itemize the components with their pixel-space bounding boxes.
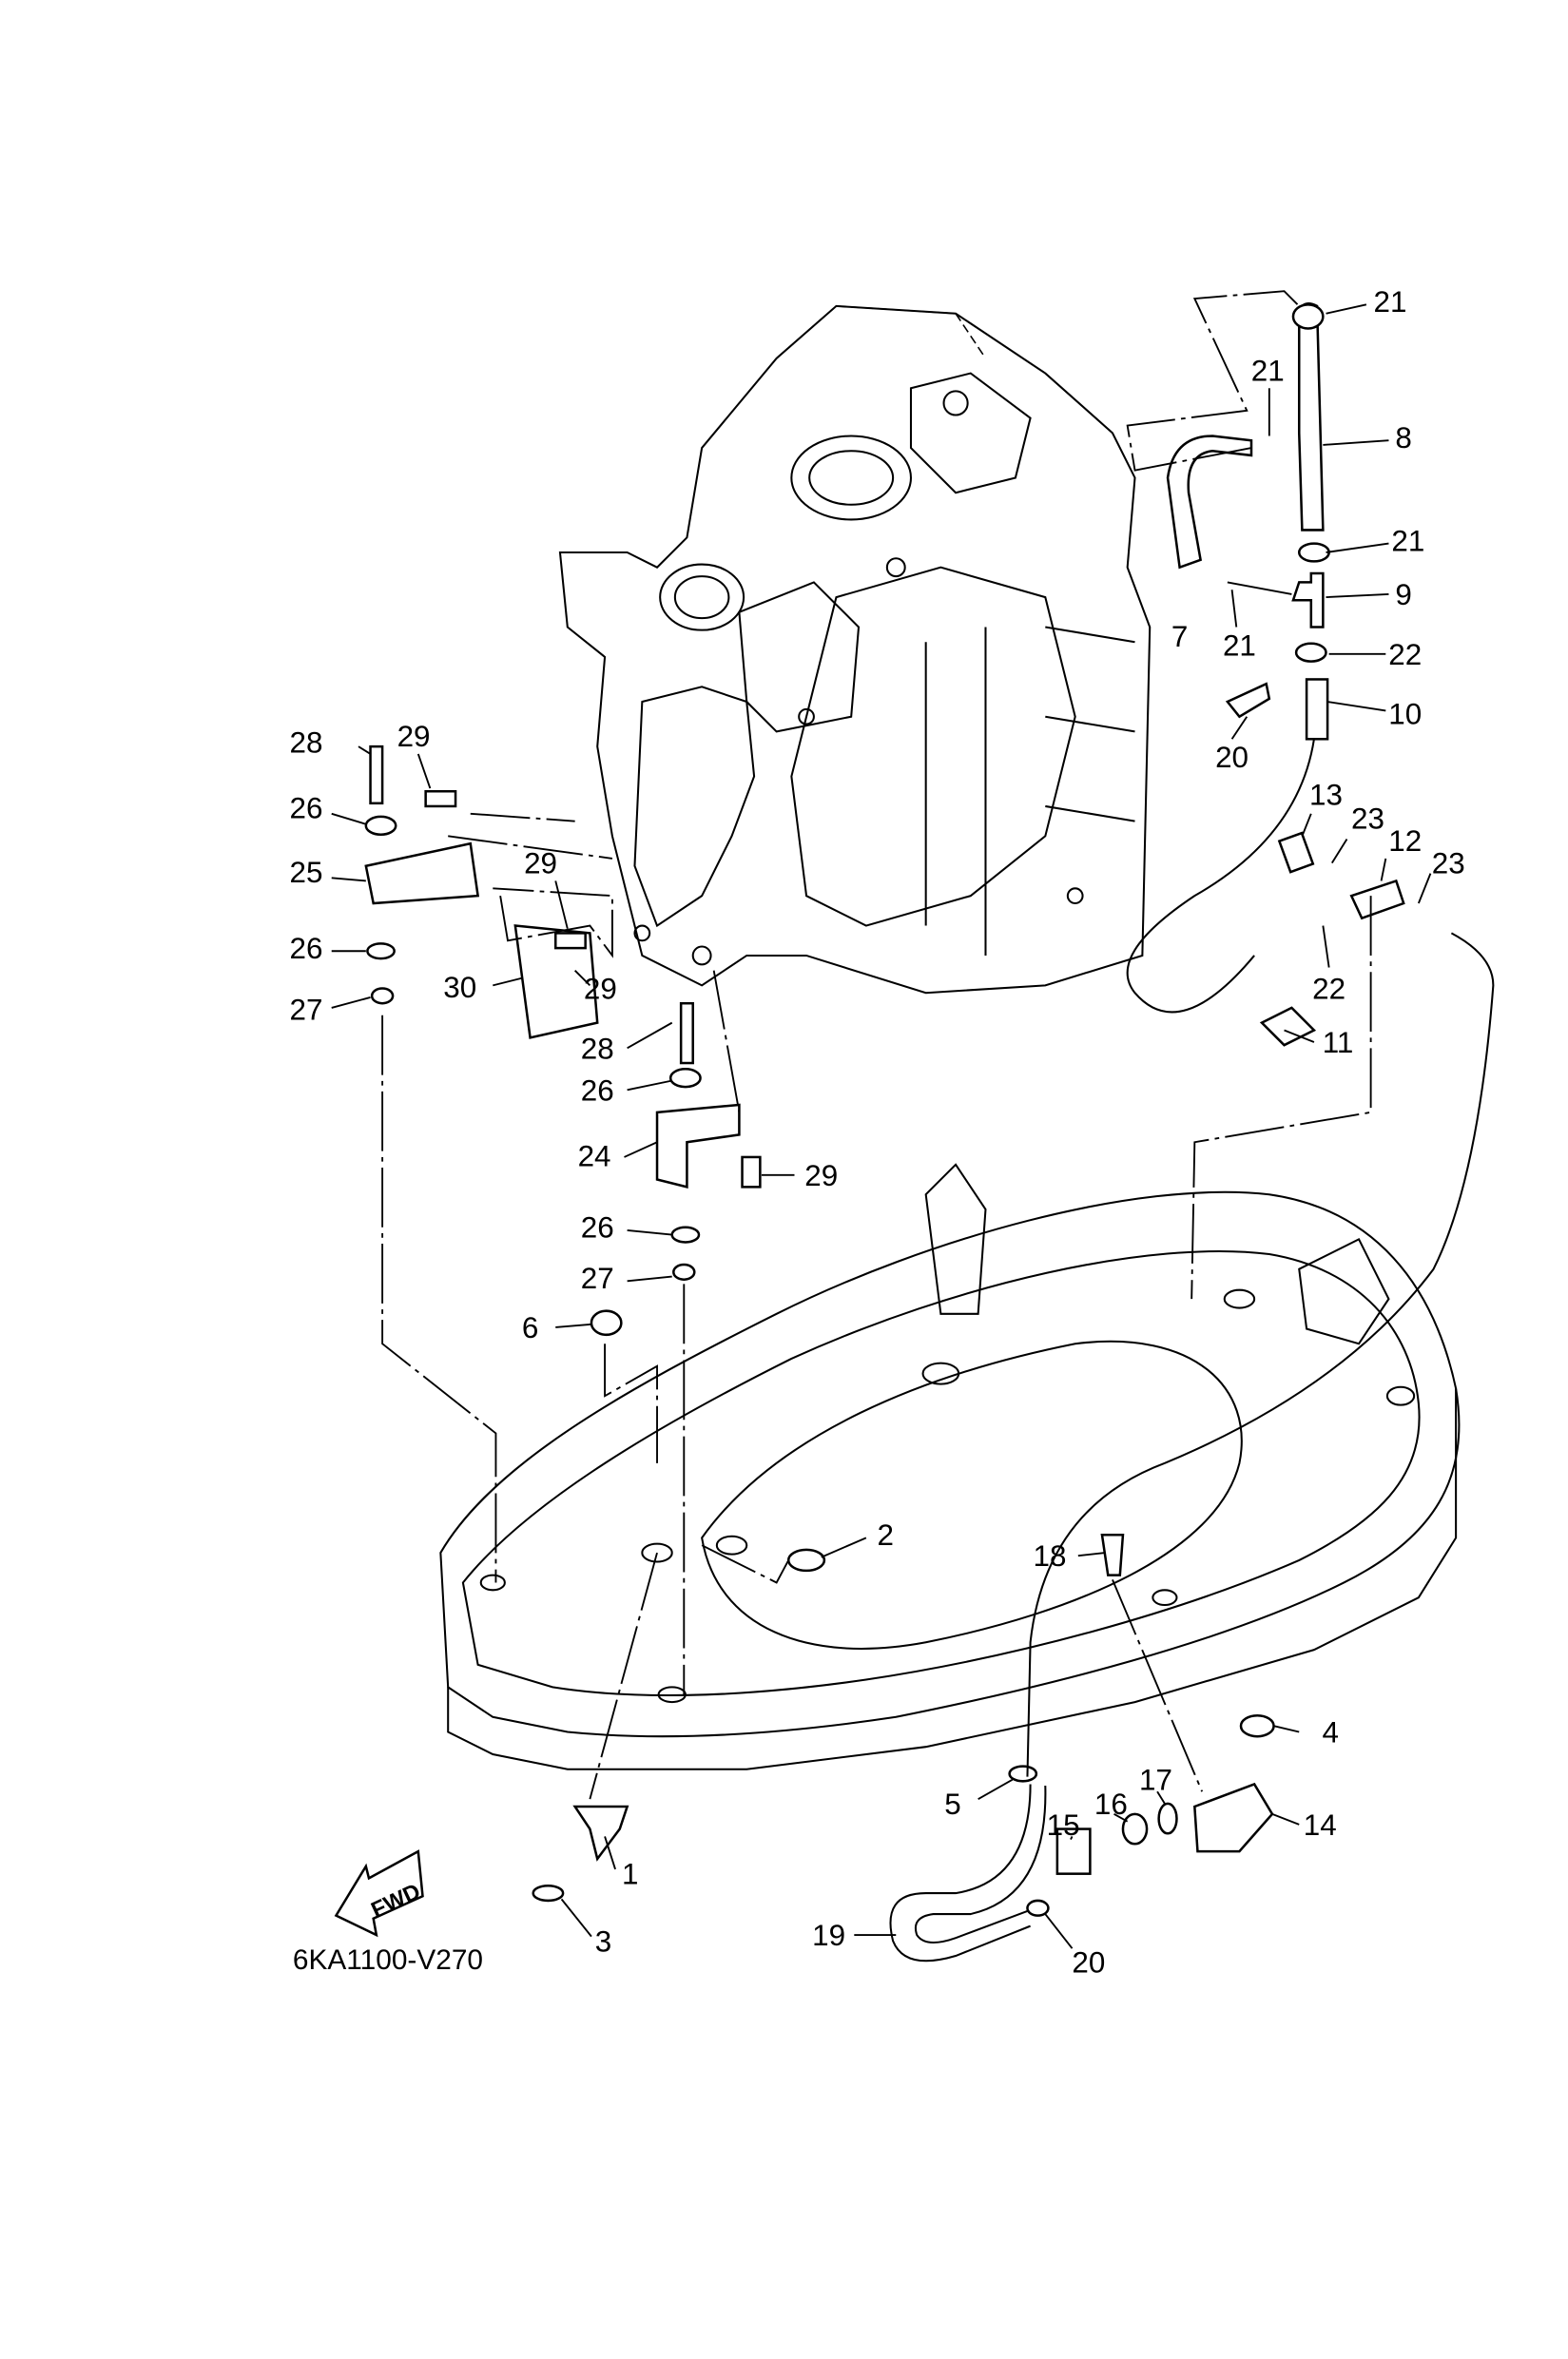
leader-lines [331, 290, 1432, 1949]
callout-8: 8 [1395, 421, 1411, 454]
callout-26: 26 [290, 791, 323, 824]
callout-18: 18 [1034, 1539, 1067, 1573]
parts [364, 302, 1495, 1963]
diagram-code: 6KA1100-V270 [293, 1944, 483, 1976]
callout-21: 21 [1374, 285, 1407, 319]
callout-25: 25 [290, 856, 323, 889]
callout-26: 26 [581, 1211, 614, 1245]
callout-26: 26 [290, 932, 323, 965]
callout-20: 20 [1215, 741, 1249, 774]
callout-15: 15 [1047, 1808, 1080, 1842]
callout-12: 12 [1388, 824, 1422, 858]
callout-9: 9 [1395, 578, 1411, 611]
callout-20: 20 [1072, 1945, 1105, 1979]
callout-11: 11 [1323, 1026, 1354, 1059]
callout-21: 21 [1223, 628, 1256, 662]
callout-27: 27 [581, 1262, 614, 1295]
bottom-cowling [439, 1163, 1461, 1770]
callout-3: 3 [595, 1924, 611, 1958]
callout-22: 22 [1388, 638, 1422, 671]
callout-14: 14 [1304, 1808, 1337, 1842]
callout-4: 4 [1322, 1715, 1338, 1749]
engine-block [558, 304, 1152, 995]
callout-13: 13 [1309, 778, 1343, 811]
callout-30: 30 [443, 971, 476, 1004]
callout-26: 26 [581, 1073, 614, 1107]
callouts: 21 21 8 21 9 7 21 22 10 20 13 23 12 23 2… [290, 285, 1465, 1979]
callout-23: 23 [1432, 847, 1465, 880]
callout-23: 23 [1351, 802, 1384, 835]
callout-10: 10 [1388, 698, 1422, 731]
callout-28: 28 [290, 725, 323, 759]
callout-29: 29 [584, 972, 617, 1005]
callout-29: 29 [397, 720, 431, 753]
callout-6: 6 [522, 1311, 538, 1344]
callout-16: 16 [1094, 1788, 1128, 1821]
fwd-arrow: FWD [334, 1849, 424, 1938]
callout-19: 19 [812, 1919, 845, 1952]
callout-29: 29 [524, 847, 557, 880]
callout-28: 28 [581, 1032, 614, 1065]
callout-21: 21 [1251, 354, 1285, 387]
callout-24: 24 [578, 1139, 611, 1172]
callout-2: 2 [878, 1518, 894, 1552]
callout-1: 1 [622, 1858, 638, 1891]
callout-17: 17 [1139, 1764, 1172, 1797]
callout-5: 5 [944, 1788, 960, 1821]
callout-29: 29 [804, 1159, 838, 1192]
callout-21: 21 [1391, 524, 1424, 557]
callout-7: 7 [1171, 620, 1188, 653]
callout-22: 22 [1312, 972, 1345, 1005]
callout-27: 27 [290, 993, 323, 1026]
